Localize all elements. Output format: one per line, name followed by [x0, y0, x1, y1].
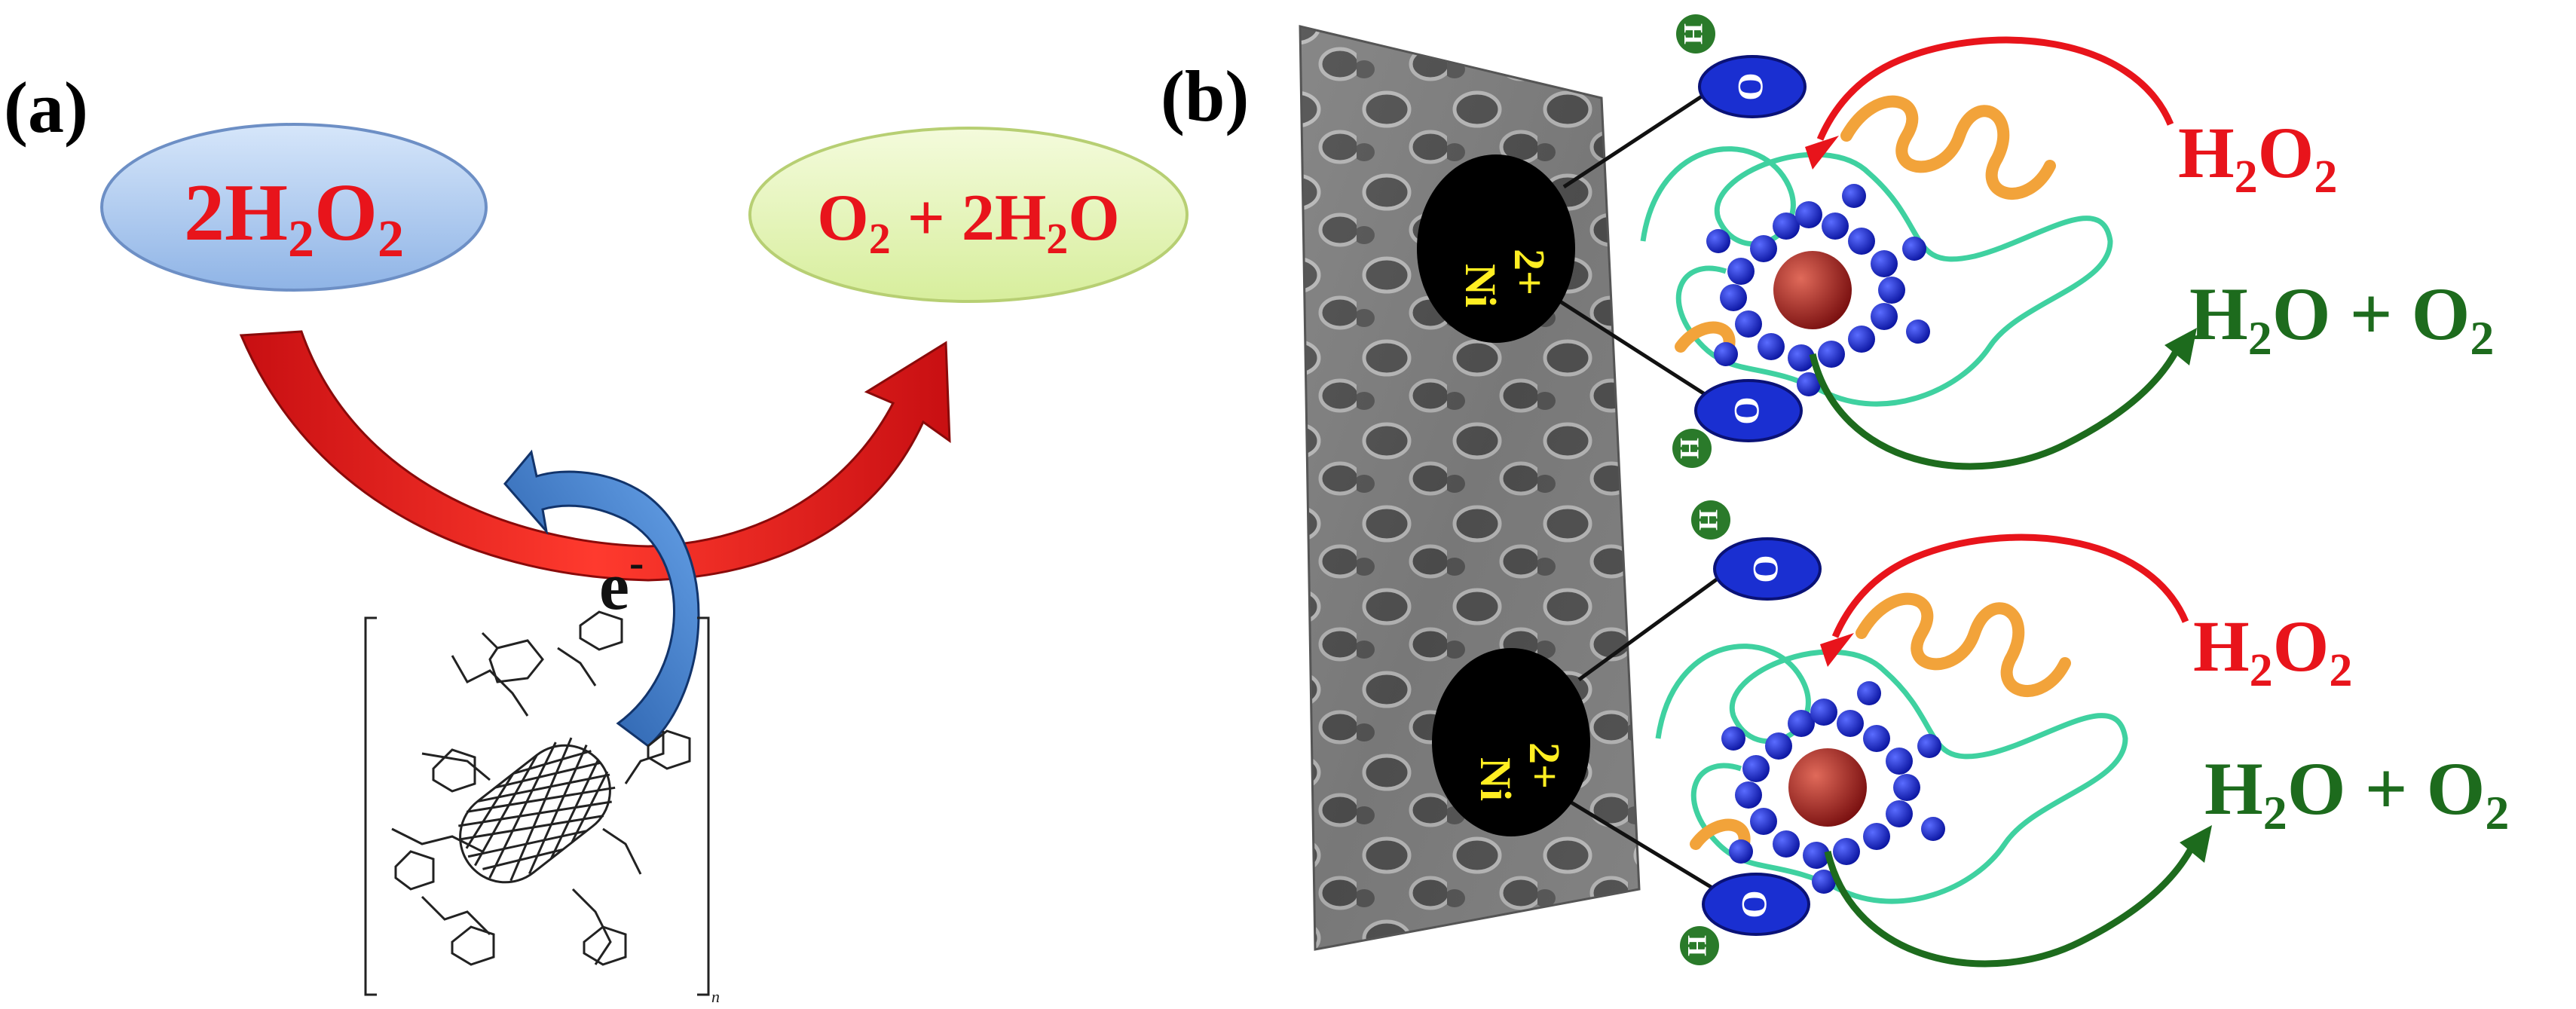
product-o: O	[817, 182, 868, 255]
oxygen-label: O	[1734, 890, 1774, 918]
catalytic-arrow	[239, 330, 951, 582]
h2o-sub-top: 2	[2248, 311, 2272, 365]
h2o-sub-bottom: 2	[2263, 786, 2287, 839]
panel-a-label: (a)	[4, 67, 88, 148]
electron-arrow	[503, 449, 700, 748]
h2o2-sub2-bottom: 2	[2329, 645, 2352, 696]
h2o2-sub1-top: 2	[2235, 151, 2258, 203]
h2o2-h-bottom: H	[2193, 606, 2250, 686]
h2o-o-plus-o2-top: O + O	[2272, 272, 2470, 356]
h2o2-h-top: H	[2178, 112, 2235, 193]
right-bracket	[697, 616, 710, 996]
product-arrow-top	[1809, 338, 2186, 470]
product-ellipse-a: O2 + 2H2O	[748, 127, 1189, 303]
polymer-cnt-structure	[364, 610, 710, 996]
heme-beads-bottom	[1721, 681, 1945, 894]
reactant-arrow-top	[1816, 36, 2174, 141]
panel-b: (b) Ni 2+ O H	[1161, 14, 2509, 968]
ni-ion-top	[1417, 154, 1575, 343]
heme-beads-top	[1706, 184, 1930, 396]
ni-charge-top: 2+	[1505, 249, 1554, 295]
hydroxyl-top-upper: O H	[1676, 14, 1807, 118]
h2o2-o-bottom: O	[2273, 606, 2330, 686]
iron-center-bottom	[1788, 748, 1867, 827]
enzyme-assembly-top: Ni 2+ O H O H	[1417, 14, 2494, 470]
h2o2-sub1-bottom: 2	[2250, 645, 2273, 696]
svg-text:H2O + O2: H2O + O2	[2204, 747, 2509, 839]
hydrogen-label: H	[1693, 509, 1724, 530]
svg-text:e-: e-	[599, 538, 644, 624]
polymer-n-subscript: n	[711, 987, 720, 1006]
reactant-2h: 2H	[184, 168, 288, 258]
ni-label-top: Ni	[1456, 264, 1505, 307]
h2o-o-plus-o2-bottom: O + O	[2287, 747, 2486, 830]
reactant-sub-1: 2	[288, 210, 314, 268]
ni-ion-bottom	[1432, 648, 1590, 836]
h2o-h-top: H	[2189, 272, 2248, 356]
hydrogen-label: H	[1678, 23, 1709, 44]
svg-text:H2O + O2: H2O + O2	[2189, 272, 2494, 365]
hydroxyl-bottom-lower: O H	[1680, 873, 1810, 965]
h2o2-sub2-top: 2	[2314, 151, 2337, 203]
svg-text:2+: 2+	[1520, 742, 1569, 789]
svg-text:2+: 2+	[1505, 249, 1554, 295]
electron-e: e	[599, 549, 629, 624]
oxygen-label: O	[1745, 555, 1785, 582]
o2-sub-bottom: 2	[2485, 786, 2509, 839]
protein-helix-top	[1840, 95, 2056, 200]
ni-charge-bottom: 2+	[1520, 742, 1569, 789]
electron-charge: -	[629, 538, 644, 587]
reactant-arrow-bottom	[1831, 534, 2189, 638]
oxygen-label: O	[1727, 396, 1767, 424]
product-water-o: O	[1068, 182, 1119, 255]
svg-text:Ni: Ni	[1456, 264, 1505, 307]
o2-sub-top: 2	[2470, 311, 2494, 365]
h2o-h-bottom: H	[2204, 747, 2263, 830]
ni-label-bottom: Ni	[1471, 757, 1520, 801]
svg-text:Ni: Ni	[1471, 757, 1520, 801]
svg-text:O2 + 2H2O: O2 + 2H2O	[817, 182, 1120, 263]
reactant-o: O	[314, 168, 378, 258]
protein-helix-bottom	[1856, 592, 2071, 697]
reactant-sub-2: 2	[378, 210, 404, 268]
svg-text:H2O2: H2O2	[2178, 112, 2337, 203]
oxygen-label: O	[1730, 72, 1770, 100]
carbon-nanotube	[458, 737, 616, 884]
h2o2-o-top: O	[2258, 112, 2314, 193]
panel-b-label: (b)	[1161, 56, 1249, 136]
iron-center-top	[1773, 251, 1852, 329]
svg-text:H2O2: H2O2	[2193, 606, 2352, 696]
hydroxyl-bottom-upper: O H	[1691, 500, 1822, 601]
hydroxyl-top-lower: O H	[1672, 379, 1803, 468]
reactant-ellipse-a: 2H2O2	[100, 123, 488, 292]
hydrogen-label: H	[1675, 438, 1705, 459]
product-h-sub: 2	[1046, 214, 1068, 263]
hydrogen-label: H	[1682, 935, 1712, 956]
left-bracket	[364, 616, 377, 996]
svg-text:2H2O2: 2H2O2	[184, 168, 404, 268]
product-o-sub: 2	[869, 214, 891, 263]
enzyme-assembly-bottom: Ni 2+ O H O H	[1432, 500, 2509, 968]
product-plus-2h: + 2H	[891, 182, 1047, 255]
product-arrow-bottom	[1824, 835, 2201, 968]
panel-a: (a) 2H2O2 O2 + 2H2O e-	[4, 67, 1189, 1006]
